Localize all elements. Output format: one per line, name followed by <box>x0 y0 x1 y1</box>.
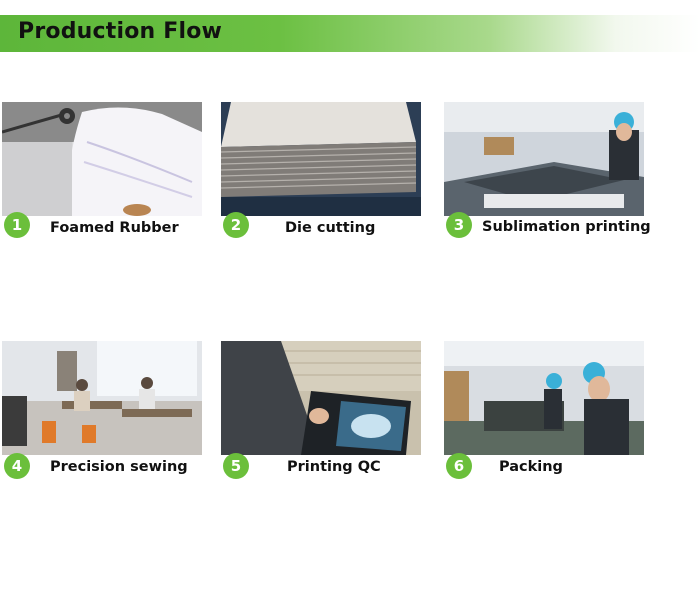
precision-sewing-photo <box>2 341 202 455</box>
step-number-badge: 1 <box>4 212 30 238</box>
step-label: Die cutting <box>285 220 376 236</box>
step-card-packing: 6 Packing <box>444 341 644 481</box>
step-number-badge: 6 <box>446 453 472 479</box>
step-label: Precision sewing <box>50 459 188 475</box>
sublimation-printing-photo <box>444 102 644 216</box>
step-label: Printing QC <box>287 459 381 475</box>
header-banner: Production Flow <box>0 15 700 52</box>
step-label: Foamed Rubber <box>50 220 179 236</box>
foamed-rubber-photo <box>2 102 202 216</box>
step-card-precision-sewing: 4 Precision sewing <box>2 341 202 481</box>
step-number-badge: 3 <box>446 212 472 238</box>
die-cutting-photo <box>221 102 421 216</box>
step-number-badge: 4 <box>4 453 30 479</box>
step-card-die-cutting: 2 Die cutting <box>221 102 421 242</box>
step-number-badge: 5 <box>223 453 249 479</box>
step-card-foamed-rubber: 1 Foamed Rubber <box>2 102 202 242</box>
step-number-badge: 2 <box>223 212 249 238</box>
step-label: Packing <box>499 459 563 475</box>
packing-photo <box>444 341 644 455</box>
page-title: Production Flow <box>18 19 223 44</box>
step-card-printing-qc: 5 Printing QC <box>221 341 421 481</box>
step-label: Sublimation printing <box>482 219 651 235</box>
step-card-sublimation-printing: 3 Sublimation printing <box>444 102 651 242</box>
printing-qc-photo <box>221 341 421 455</box>
